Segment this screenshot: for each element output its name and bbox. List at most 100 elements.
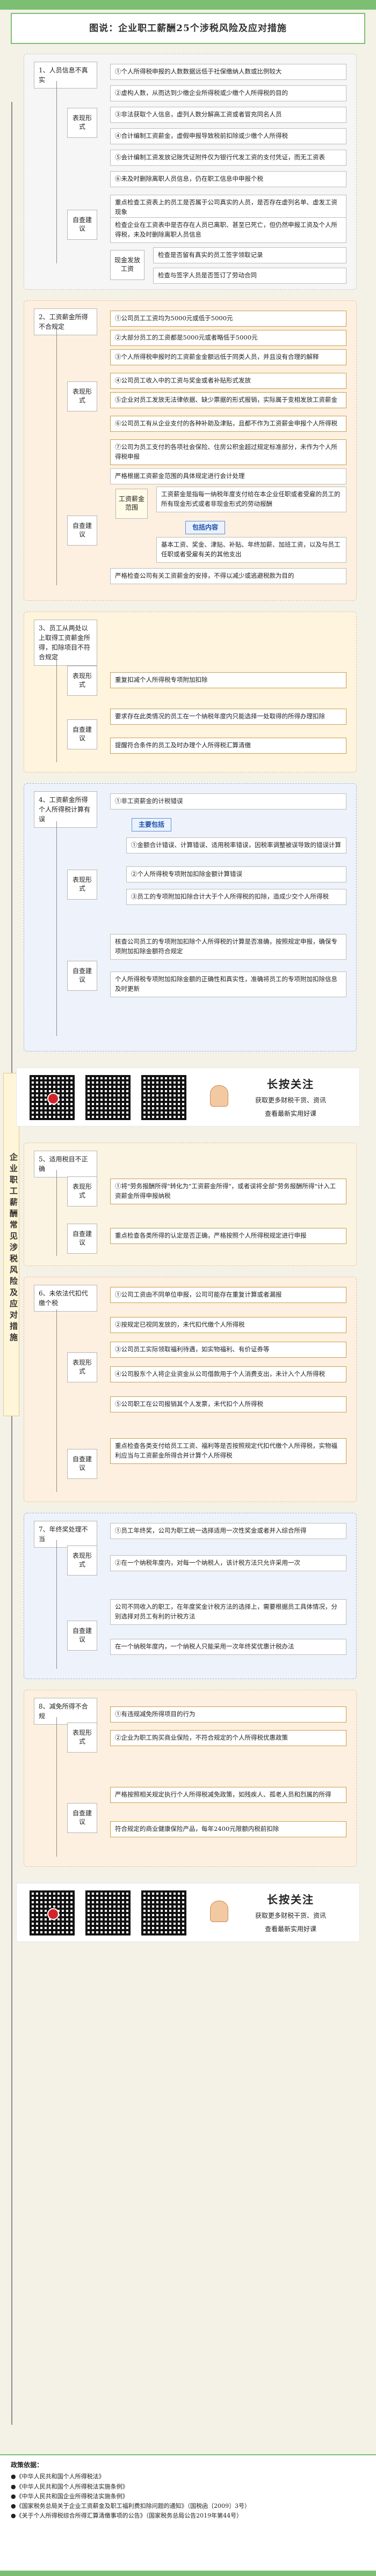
follow-line2: 查看最新实用好课: [264, 1110, 316, 1118]
s4-adv: 核查公司员工的专项附加扣除个人所得税的计算是否准确，按照规定申报，确保专项附加扣…: [110, 934, 346, 960]
bottom-band: [0, 2571, 376, 2576]
follow-line1: 获取更多财税干货、资讯: [255, 1096, 326, 1104]
s1-item: ①个人所得税申报的人数数据远低于社保缴纳人数或比例较大: [110, 64, 346, 80]
section-7-head: 7、年终奖处理不当: [34, 1521, 97, 1548]
section-2-node-advice: 自查建议: [67, 516, 97, 546]
section-7-node-advice: 自查建议: [67, 1621, 97, 1651]
s2-tail: 严格检查公司有关工资薪金的安排，不得以减少或逃避税款为目的: [110, 568, 346, 584]
qr-code[interactable]: [141, 1890, 186, 1935]
page-title: 图说：企业职工薪酬25个涉税风险及应对措施: [89, 23, 287, 34]
policy-ref: ●《中华人民共和国个人所得税法》: [11, 2473, 105, 2481]
section-1-node-cash: 现金发放工资: [110, 250, 144, 280]
section-6-head: 6、未依法代扣代缴个税: [34, 1285, 97, 1312]
connector: [56, 81, 57, 263]
section-7: 7、年终奖处理不当 表现形式 ①员工年终奖，公司为职工统一选择适用一次性奖金或者…: [24, 1513, 357, 1679]
s6-item: ②按规定已视同发放的，未代扣代缴个人所得税: [110, 1317, 346, 1333]
section-5-node-form: 表现形式: [67, 1176, 97, 1206]
s4-lead: ①非工资薪金的计税错误: [110, 793, 346, 809]
section-1-node-form: 表现形式: [67, 108, 97, 138]
s7-adv: 公司不同收入的职工，在年度奖金计税方法的选择上，需要根据员工具体情况，分别选择对…: [110, 1599, 346, 1625]
section-2: 2、工资薪金所得不合规定 表现形式 ①公司员工工资均为5000元或低于5000元…: [24, 300, 357, 601]
s6-item: ④公司股东个人将企业资金从公司借款用于个人消费支出，未计入个人所得税: [110, 1366, 346, 1382]
s1-item: ③非法获取个人信息，虚列人数分解高工资或者冒充同名人员: [110, 107, 346, 123]
policy-title: 政策依据：: [11, 2461, 44, 2469]
section-4-node-advice: 自查建议: [67, 961, 97, 991]
s1-item: ⑥未及时删除离职人员信息，仍在职工信息中申报个税: [110, 171, 346, 187]
qr-code[interactable]: [30, 1075, 75, 1120]
s2-gz-node: 工资薪金范围: [115, 489, 148, 519]
title-box: 图说：企业职工薪酬25个涉税风险及应对措施: [11, 13, 365, 44]
section-5-head: 5、适用税目不正确: [34, 1151, 97, 1177]
s1-adv: 重点检查工资表上的员工是否属于公司真实的人员，是否存在虚列名单、虚发工资现象: [110, 195, 346, 220]
section-5-node-advice: 自查建议: [67, 1224, 97, 1254]
connector: [56, 1309, 57, 1492]
connector: [56, 655, 57, 762]
s8-adv: 符合规定的商业健康保险产品，每年2400元限额内税前扣除: [110, 1821, 346, 1837]
section-2-head: 2、工资薪金所得不合规定: [34, 308, 97, 335]
s8-adv: 严格按照相关规定执行个人所得税减免政策，如残疾人、孤老人员和烈属的所得: [110, 1787, 346, 1803]
policy-ref: ●《中华人民共和国企业所得税法实施条例》: [11, 2492, 128, 2500]
s2-item: ④公司员工收入中的工资与奖金或者补贴形式发放: [110, 373, 346, 389]
section-6-node-form: 表现形式: [67, 1352, 97, 1382]
s2-item: ⑦公司为员工支付的各项社会保险、住房公积金超过规定标准部分，未作为个人所得税申报: [110, 439, 346, 465]
qr-band-2: 长按关注 获取更多财税干货、资讯 查看最新实用好课: [16, 1883, 360, 1942]
follow-title: 长按关注: [267, 1078, 314, 1091]
s1-item: ④合计编制工资薪金，虚假申报导致税前扣除或少缴个人所得税: [110, 128, 346, 144]
section-8-node-advice: 自查建议: [67, 1803, 97, 1833]
s4-item: ①金额合计错误、计算错误、适用税率错误，因税率调整被误导致的错误计算: [126, 837, 346, 853]
top-band: [0, 0, 376, 10]
s5-adv: 重点检查各类所得的认定是否正确，严格按照个人所得税规定进行申报: [110, 1228, 346, 1244]
s3-adv: 提醒符合条件的员工及时办理个人所得税汇算清缴: [110, 738, 346, 754]
s6-adv: 重点检查各类支付给员工工资、福利等是否按照规定代扣代缴个人所得税，实物福利应当与…: [110, 1438, 346, 1464]
center-label: 企业职工薪酬常见涉税风险及应对措施: [3, 1073, 19, 1416]
section-8: 8、减免所得不合规 表现形式 ①有违规减免所得项目的行为 ②企业为职工购买商业保…: [24, 1690, 357, 1867]
qr-code[interactable]: [85, 1890, 131, 1935]
policy-ref: ●《国家税务总局关于企业工资薪金及职工福利费扣除问题的通知》（国税函〔2009〕…: [11, 2502, 251, 2509]
section-1-node-advice: 自查建议: [67, 210, 97, 240]
s7-item: ②在一个纳税年度内，对每一个纳税人，该计税方法只允许采用一次: [110, 1555, 346, 1571]
s2-contents: 基本工资、奖金、津贴、补贴、年终加薪、加班工资，以及与员工任职或者受雇有关的其他…: [156, 537, 346, 563]
s6-item: ③公司员工实际领取福利待遇，如实物福利、有价证券等: [110, 1342, 346, 1358]
connector: [56, 1717, 57, 1857]
s4-item: ③员工的专项附加扣除合计大于个人所得税的扣除，造成少交个人所得税: [126, 889, 346, 905]
s2-item: ③个人所得税申报时的工资薪金金额远低于同类人员，并且没有合理的解释: [110, 349, 346, 365]
s4-adv: 个人所得税专项附加扣除金额的正确性和真实性，准确将员工的专项附加扣除信息及时更新: [110, 971, 346, 997]
s2-item: ⑤企业对员工发放无法律依据、缺少票据的形式报销，实际属于变相发放工资薪金: [110, 392, 346, 408]
s1-item: ②虚构人数，从而达到少缴企业所得税或少缴个人所得税的目的: [110, 85, 346, 101]
s2-item: ①公司员工工资均为5000元或低于5000元: [110, 311, 346, 327]
section-2-node-form: 表现形式: [67, 381, 97, 411]
section-8-head: 8、减免所得不合规: [34, 1698, 97, 1725]
s2-gz-item: 工资薪金是指每一纳税年度支付给在本企业任职或者受雇的员工的所有现金形式或者非现金…: [156, 487, 346, 512]
connector: [56, 328, 57, 585]
s5-item: ①将"劳务报酬所得"转化为"工资薪金所得"，或者误将全部"劳务报酬所得"计入工资…: [110, 1179, 346, 1204]
s1-adv: 检查企业在工资表中是否存在人员已离职、甚至已死亡，但仍然申报工资及个人所得税，未…: [110, 217, 346, 243]
section-3-node-advice: 自查建议: [67, 719, 97, 749]
s2-contents-title: 包括内容: [185, 521, 226, 535]
follow-text: 长按关注 获取更多财税干货、资讯 查看最新实用好课: [232, 1892, 350, 1934]
s2-item: ②大部分员工的工资都是5000元或者略低于5000元: [110, 330, 346, 346]
connector: [56, 1540, 57, 1669]
hand-icon: [210, 1901, 228, 1922]
s7-adv: 在一个纳税年度内，一个纳税人只能采用一次年终奖优惠计税办法: [110, 1639, 346, 1655]
s2-lead: 严格根据工资薪金范围的具体规定进行会计处理: [110, 468, 346, 484]
s4-item: ②个人所得税专项附加扣除金额计算错误: [126, 866, 346, 882]
follow-title: 长按关注: [267, 1893, 314, 1906]
s3-adv: 要求存在此类情况的员工在一个纳税年度内只能选择一处取得的所得办理扣除: [110, 709, 346, 725]
section-8-node-form: 表现形式: [67, 1723, 97, 1753]
follow-line1: 获取更多财税干货、资讯: [255, 1912, 326, 1919]
qr-band-1: 长按关注 获取更多财税干货、资讯 查看最新实用好课: [16, 1068, 360, 1127]
section-3-head: 3、员工从两处以上取得工资薪金所得，扣除项目不符合规定: [34, 620, 97, 666]
s6-item: ①公司工资由不同单位申报，公司可能存在重复计算或者漏报: [110, 1287, 346, 1303]
s4-contents-title: 主要包括: [132, 818, 172, 832]
qr-code[interactable]: [30, 1890, 75, 1935]
qr-code[interactable]: [141, 1075, 186, 1120]
qr-code[interactable]: [85, 1075, 131, 1120]
policy-ref: ●《中华人民共和国个人所得税法实施条例》: [11, 2483, 128, 2490]
s8-item: ①有违规减免所得项目的行为: [110, 1706, 346, 1723]
section-3: 3、员工从两处以上取得工资薪金所得，扣除项目不符合规定 表现形式 重复扣减个人所…: [24, 612, 357, 772]
s6-item: ⑤公司职工在公司报销其个人发票，未代扣个人所得税: [110, 1396, 346, 1412]
connector: [56, 1170, 57, 1256]
section-1-head: 1、人员信息不真实: [34, 62, 97, 89]
section-4: 4、工资薪金所得个人所得税计算有误 表现形式 ①非工资薪金的计税错误 主要包括 …: [24, 783, 357, 1051]
